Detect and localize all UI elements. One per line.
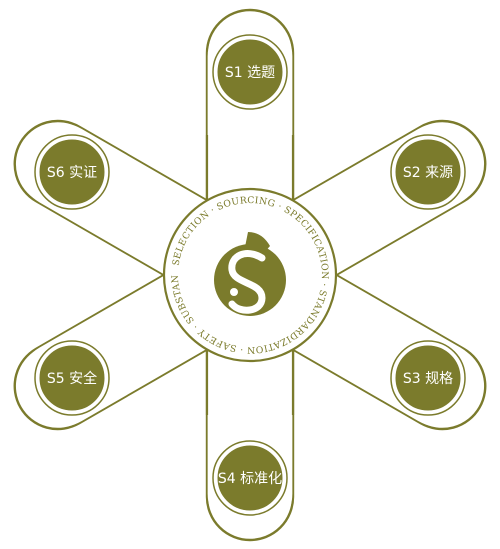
node-s5[interactable]: S5 安全 [34, 340, 110, 416]
nodes: S1 选题 S2 来源 S3 规格 S4 标准化 S5 安全 S6 实证 [34, 34, 466, 516]
node-s6[interactable]: S6 实证 [34, 134, 110, 210]
node-s4[interactable]: S4 标准化 [212, 440, 288, 516]
node-s3-label: S3 规格 [403, 371, 453, 387]
node-s2[interactable]: S2 来源 [390, 134, 466, 210]
6s-logo-icon [214, 232, 286, 316]
node-s5-label: S5 安全 [47, 370, 97, 387]
node-s1-label: S1 选题 [225, 65, 275, 81]
node-s1[interactable]: S1 选题 [212, 34, 288, 110]
node-s6-label: S6 实证 [47, 165, 97, 181]
node-s2-label: S2 来源 [403, 165, 453, 181]
node-s4-label: S4 标准化 [218, 471, 282, 487]
node-s3[interactable]: S3 规格 [390, 340, 466, 416]
